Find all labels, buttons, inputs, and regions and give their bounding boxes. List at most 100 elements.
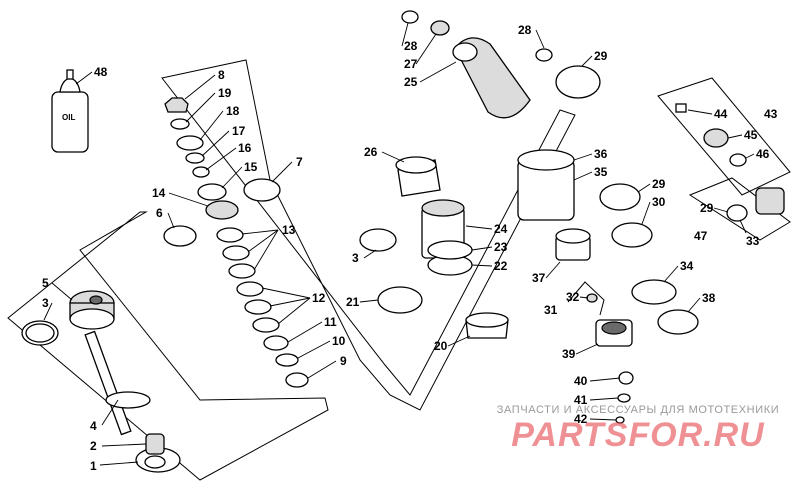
callout-17: 17 [232,124,246,138]
head-eyelet [452,42,478,62]
reservoir-assembly [517,149,699,424]
leader-19 [185,92,216,123]
ring-part-38 [657,309,699,335]
leader-12c [277,297,311,325]
callout-30: 30 [652,195,666,209]
callout-39: 39 [562,347,576,361]
group-outline-right-bottom [688,177,791,241]
oil-bottle-body [51,91,89,153]
leader-35 [573,171,593,181]
leader-7 [271,161,293,183]
callout-28-right: 28 [518,23,532,37]
leader-45 [727,134,743,139]
callout-31: 31 [544,303,558,317]
band-part-6 [163,225,197,247]
eyelet-bore [144,455,166,469]
callout-37: 37 [532,271,546,285]
bushing-part-27 [430,20,450,36]
retainer-hole [89,295,103,305]
callout-3: 3 [42,296,49,310]
callout-13: 13 [282,223,296,237]
leader-16 [205,147,237,171]
group-outline-left [7,211,329,481]
leader-22 [471,264,493,267]
retainer-bottom [69,308,115,330]
washer-on-shaft [105,391,151,409]
bearing-top [421,199,465,217]
callout-6: 6 [156,206,163,220]
leader-40 [589,377,621,382]
leader-29b [637,183,651,193]
washer-part-9 [285,372,309,388]
callout-43: 43 [764,107,778,121]
callout-15: 15 [244,160,258,174]
callout-7: 7 [296,155,303,169]
oil-bottle-part-48: OIL [51,69,89,153]
leader-36 [573,153,593,161]
washer-part-15 [197,183,227,201]
shim-13-3 [228,263,256,279]
leader-23 [471,246,493,251]
shim-12-1 [236,281,264,297]
leader-13a [241,229,279,235]
leader-25 [419,61,457,83]
leader-3a [43,302,53,321]
leader-29c [713,207,729,213]
leader-12a [261,287,311,299]
leader-17 [201,130,230,157]
callout-23: 23 [494,240,508,254]
leader-11 [287,321,323,343]
leader-34 [663,265,679,283]
callout-19: 19 [218,86,232,100]
valve-stack [163,97,309,388]
callout-9: 9 [340,354,347,368]
screw-part-44 [675,103,687,113]
bushing-top [465,312,509,328]
leader-46 [745,153,755,159]
knob-part-45 [703,128,729,148]
callout-40: 40 [574,374,588,388]
leader-10 [297,340,331,359]
callout-29-right: 29 [700,201,714,215]
group-outline-right-top [657,77,791,196]
nut-part-8 [164,97,189,113]
callout-28-left: 28 [404,39,418,53]
callout-20: 20 [434,339,448,353]
callout-11: 11 [324,315,337,329]
leader-30 [641,201,651,225]
o-ring-part-23 [427,240,473,260]
dust-boot-top [395,156,437,174]
leader-26 [381,151,405,163]
callout-26: 26 [364,145,378,159]
callout-29-top: 29 [594,49,608,63]
leader-21 [359,299,379,303]
o-ring-part-29-right [726,204,748,222]
washer-part-46 [729,153,747,167]
callout-48: 48 [94,65,108,79]
oil-bottle-nozzle [66,69,74,80]
callout-22: 22 [494,259,508,273]
leader-1 [99,461,139,466]
leader-15 [221,166,243,189]
valve-part-32 [586,293,598,303]
group-outline-31 [567,281,605,316]
callout-2: 2 [90,439,97,453]
callout-41: 41 [574,393,588,407]
callout-24: 24 [494,222,508,236]
washer-part-19 [170,118,190,130]
head-assembly [401,10,601,119]
leader-37 [545,261,561,279]
washer-part-16 [192,166,210,178]
leader-3b [363,249,377,259]
leader-18 [199,110,224,141]
oil-bottle-label: OIL [62,113,75,122]
group-outline-center [161,59,576,411]
adjuster-assembly [675,103,785,222]
o-ring-part-29-mid [599,183,641,211]
piston-part-14 [205,200,239,220]
shim-13-1 [216,227,244,243]
callout-1: 1 [90,459,97,473]
leader-14 [168,192,209,207]
callout-16: 16 [238,141,252,155]
